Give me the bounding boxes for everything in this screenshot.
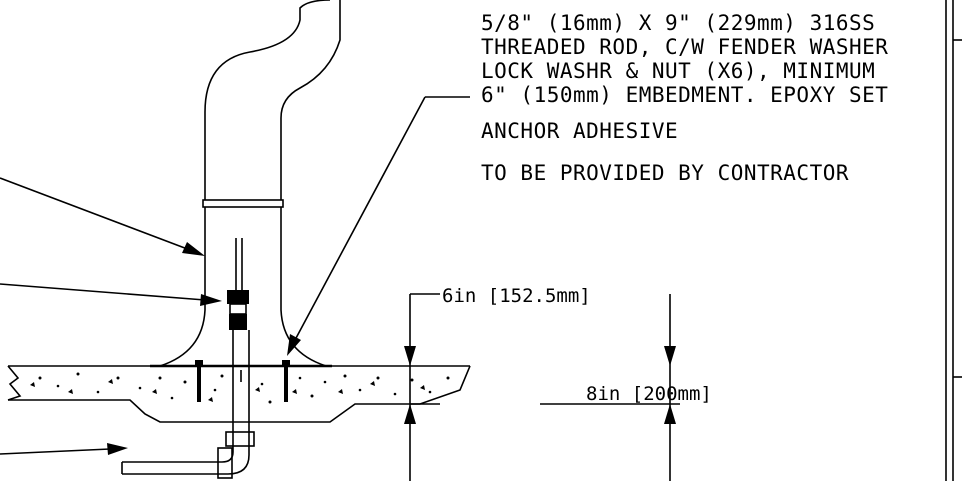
gooseneck-vent-pipe <box>150 0 341 368</box>
dimension-label-upper: 6in [152.5mm] <box>442 285 591 307</box>
concrete-slab <box>7 365 471 423</box>
title-block-border <box>945 0 962 481</box>
anchor-note-line-1: 5/8" (16mm) X 9" (229mm) 316SS <box>481 11 875 35</box>
anchor-note-line-2: THREADED ROD, C/W FENDER WASHER <box>481 35 888 59</box>
dimension-label-lower: 8in [200mm] <box>586 383 712 405</box>
anchor-note-line-3: LOCK WASHR & NUT (X6), MINIMUM <box>481 59 875 83</box>
dimension-lines <box>404 293 680 481</box>
underground-elbow-pipe <box>121 431 255 479</box>
anchor-note-line-5: ANCHOR ADHESIVE <box>481 119 678 143</box>
anchor-note-line-4: 6" (150mm) EMBEDMENT. EPOXY SET <box>481 83 888 107</box>
concrete-aggregate <box>30 372 450 404</box>
internal-tube-and-fitting <box>227 238 250 440</box>
anchor-note-line-6: TO BE PROVIDED BY CONTRACTOR <box>481 161 849 185</box>
leader-lines <box>0 96 470 455</box>
anchor-rods <box>195 360 290 402</box>
